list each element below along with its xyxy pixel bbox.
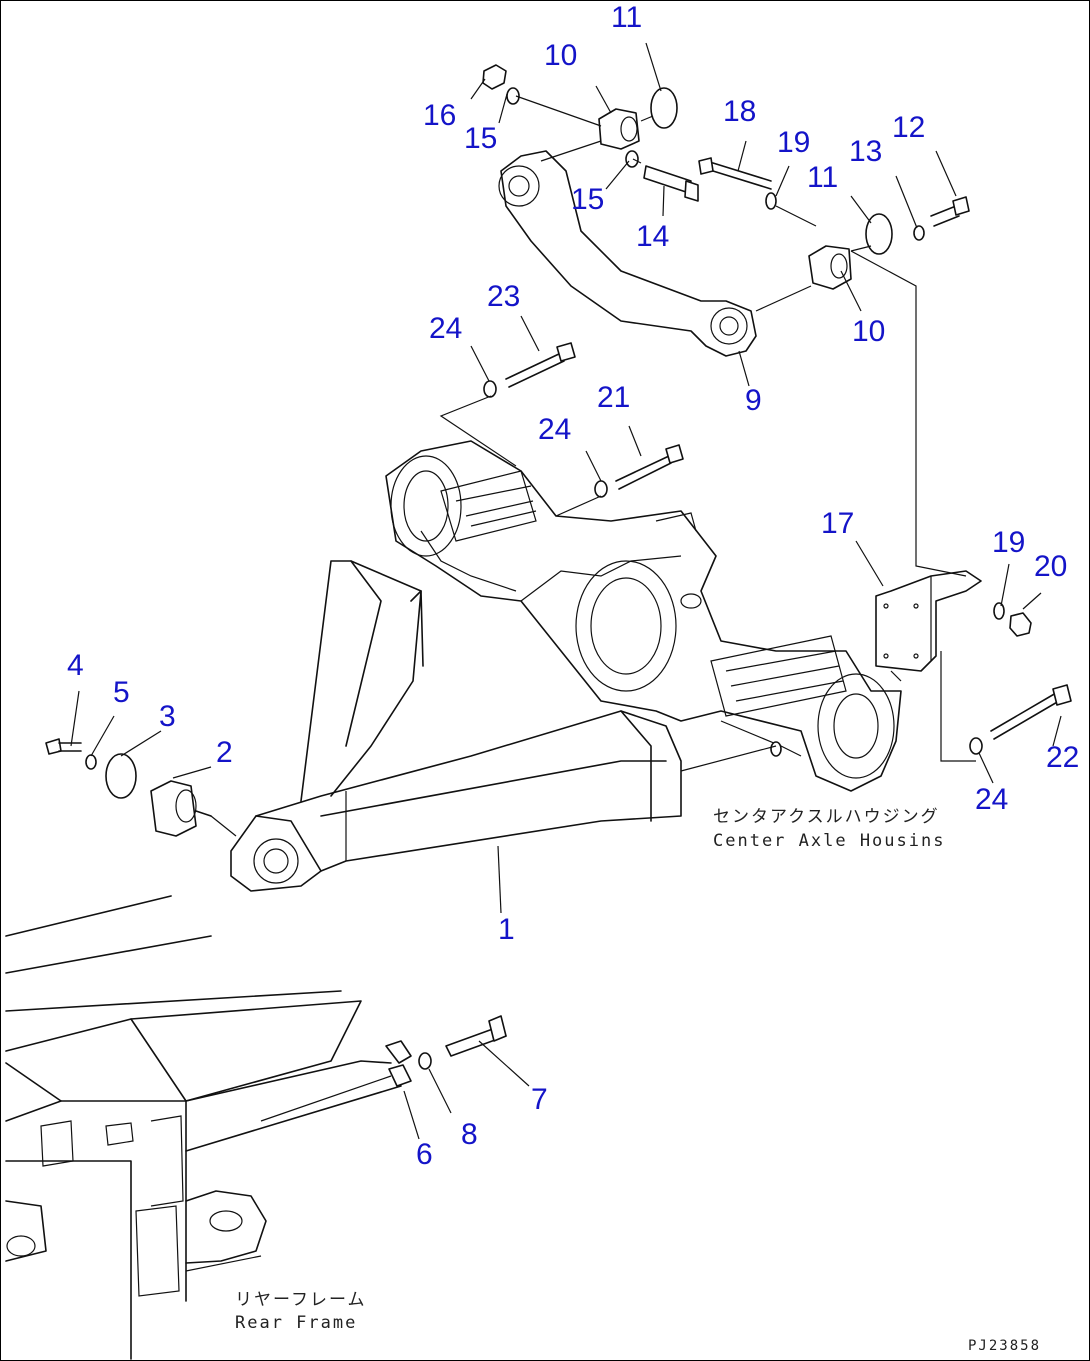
callout-18: 18 <box>723 95 757 128</box>
fasteners <box>45 64 1072 1087</box>
callout-16: 16 <box>423 99 457 132</box>
callout-22: 22 <box>1046 741 1080 774</box>
callout-2: 2 <box>216 736 233 769</box>
bushing-lower <box>150 780 212 837</box>
callout-23: 23 <box>487 280 521 313</box>
callout-24-middle: 24 <box>538 413 572 446</box>
rear-frame-label-jp: リヤーフレーム <box>235 1290 367 1310</box>
callout-12: 12 <box>892 111 926 144</box>
plate-upper-left <box>650 87 678 129</box>
plate-lower <box>105 753 137 799</box>
center-axle-housing <box>385 440 902 792</box>
callout-8: 8 <box>461 1118 478 1151</box>
callout-3: 3 <box>159 700 176 733</box>
rear-frame <box>5 895 402 1360</box>
bracket <box>875 570 982 672</box>
callout-6: 6 <box>416 1138 433 1171</box>
callout-15-upper: 15 <box>464 122 498 155</box>
a-frame-link <box>230 560 682 892</box>
callout-5: 5 <box>113 676 130 709</box>
callout-24-lower: 24 <box>975 783 1009 816</box>
callout-17: 17 <box>821 507 855 540</box>
assembly-lines <box>210 95 976 1122</box>
center-axle-housing-label: Center Axle Housins <box>713 831 946 851</box>
bushing-upper-right <box>808 245 852 290</box>
rear-frame-label: Rear Frame <box>235 1313 358 1333</box>
callout-19-lower: 19 <box>992 526 1026 559</box>
callout-15-lower: 15 <box>571 183 605 216</box>
drawing-code: PJ23858 <box>968 1338 1042 1354</box>
callout-1: 1 <box>498 913 515 946</box>
center-axle-housing-label-jp: センタアクスルハウジング <box>713 807 940 827</box>
callout-10-upper: 10 <box>544 39 578 72</box>
callout-21: 21 <box>597 381 631 414</box>
callout-11-upper: 11 <box>611 1 643 34</box>
callout-4: 4 <box>67 649 84 682</box>
plate-upper-right <box>865 213 893 255</box>
bushing-upper-left <box>598 108 640 150</box>
callout-24-upper: 24 <box>429 312 463 345</box>
callout-9: 9 <box>745 384 762 417</box>
callout-14: 14 <box>636 220 670 253</box>
leader-lines <box>70 42 1062 1140</box>
callout-19-upper: 19 <box>777 126 811 159</box>
callout-10-lower: 10 <box>852 315 886 348</box>
callout-11-right: 11 <box>807 161 839 194</box>
callout-13: 13 <box>849 135 883 168</box>
callout-7: 7 <box>531 1083 548 1116</box>
upper-arm <box>498 150 757 357</box>
callout-20: 20 <box>1034 550 1068 583</box>
